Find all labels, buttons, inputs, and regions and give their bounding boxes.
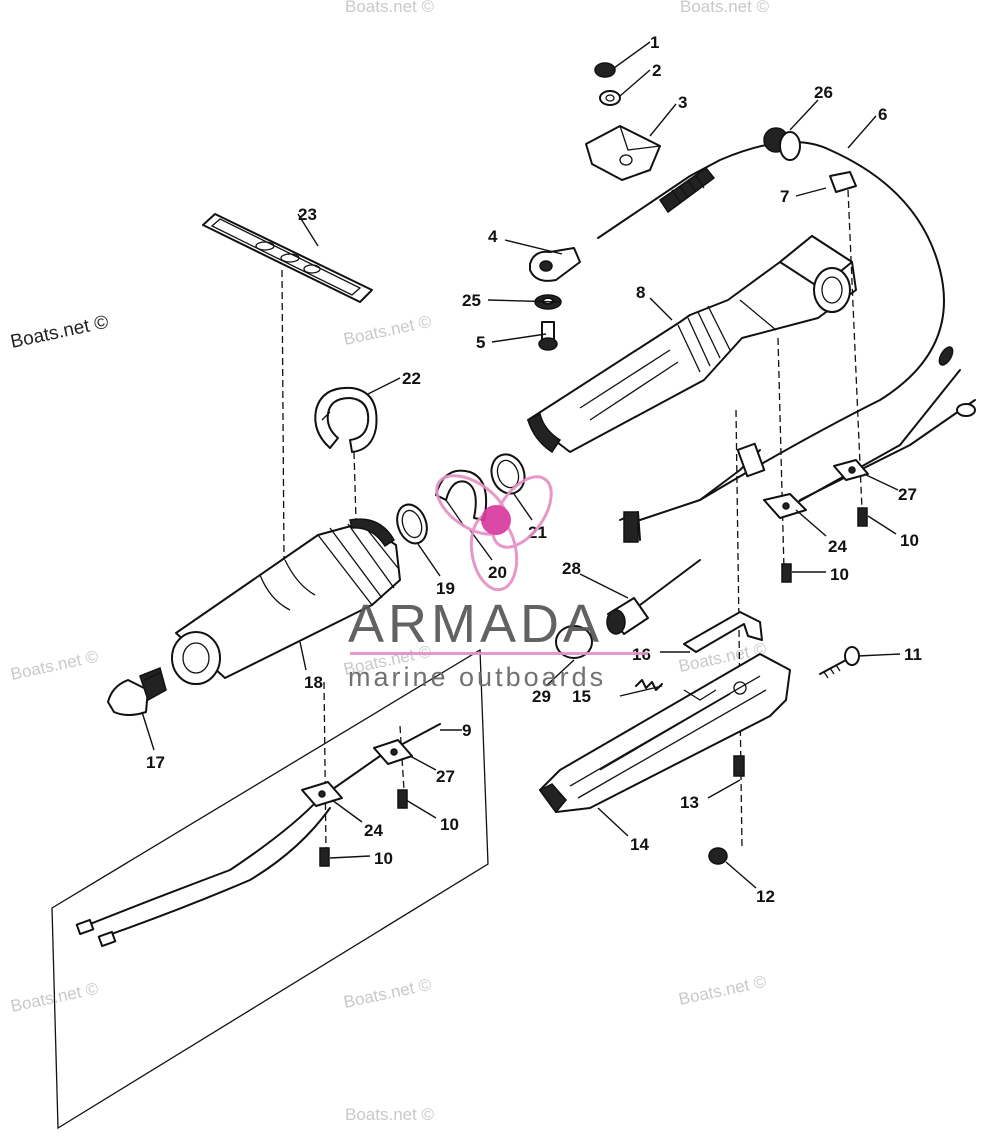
armada-logo: ARMADA marine outboards xyxy=(348,474,648,692)
callout-10: 10 xyxy=(374,849,393,868)
callout-5: 5 xyxy=(476,333,485,352)
callout-7: 7 xyxy=(780,187,789,206)
decal-part-23 xyxy=(202,213,373,303)
watermark: Boats.net © xyxy=(677,972,769,1009)
inset-bracket-part-27 xyxy=(373,739,413,765)
logo-tagline: marine outboards xyxy=(348,662,606,692)
screw-part-10-upper-right xyxy=(857,507,868,527)
inset-screw-part-10-a xyxy=(397,789,408,809)
callout-27: 27 xyxy=(898,485,917,504)
callout-13: 13 xyxy=(680,793,699,812)
watermark: Boats.net © xyxy=(342,312,434,349)
callout-24: 24 xyxy=(828,537,847,556)
callout-10: 10 xyxy=(830,565,849,584)
callout-3: 3 xyxy=(678,93,687,112)
callout-25: 25 xyxy=(462,291,481,310)
end-cap-part-17 xyxy=(107,666,167,716)
callout-17: 17 xyxy=(146,753,165,772)
leader-lines xyxy=(141,41,901,889)
callout-18: 18 xyxy=(304,673,323,692)
callout-1: 1 xyxy=(650,33,659,52)
inset-frame xyxy=(51,648,489,1130)
callout-4: 4 xyxy=(488,227,498,246)
callout-28: 28 xyxy=(562,559,581,578)
lever-part-16 xyxy=(683,611,763,653)
callout-labels: 1 2 3 4 5 6 7 8 9 10 10 10 10 11 12 13 1… xyxy=(146,33,922,906)
nut-part-1 xyxy=(594,62,616,78)
watermark: Boats.net © xyxy=(9,312,111,353)
propeller-icon xyxy=(435,474,553,592)
callout-23: 23 xyxy=(298,205,317,224)
watermark: Boats.net © xyxy=(345,0,435,16)
callout-15: 15 xyxy=(572,687,591,706)
callout-11: 11 xyxy=(904,645,922,664)
clamp-part-3 xyxy=(585,125,661,181)
screw-part-10-upper-mid xyxy=(781,563,792,583)
callout-27: 27 xyxy=(436,767,455,786)
bracket-part-27-upper xyxy=(833,459,869,481)
spring-part-15 xyxy=(635,679,663,691)
callout-8: 8 xyxy=(636,283,645,302)
watermark: Boats.net © xyxy=(342,975,434,1012)
callout-21: 21 xyxy=(528,523,547,542)
callout-10: 10 xyxy=(900,531,919,550)
screw-part-13 xyxy=(733,755,745,777)
cable-part-6 xyxy=(597,141,976,543)
bracket-part-24-upper xyxy=(763,493,807,519)
o-ring-part-21 xyxy=(490,453,526,495)
screw-part-11 xyxy=(819,646,860,679)
callout-19: 19 xyxy=(436,579,455,598)
screw-part-5 xyxy=(538,321,558,351)
clip-part-22 xyxy=(314,386,378,453)
o-ring-part-19 xyxy=(396,503,428,545)
housing-part-14 xyxy=(538,653,791,814)
link-part-4 xyxy=(529,247,581,282)
inset-harness-part-9 xyxy=(75,723,441,948)
callout-10: 10 xyxy=(440,815,459,834)
callout-24: 24 xyxy=(364,821,383,840)
retainer-part-7 xyxy=(829,171,857,193)
tiller-arm-part-8 xyxy=(527,235,857,454)
callout-9: 9 xyxy=(462,721,471,740)
washer-part-2 xyxy=(599,90,621,106)
cap-part-29 xyxy=(555,625,593,659)
callout-2: 2 xyxy=(652,61,661,80)
callout-14: 14 xyxy=(630,835,649,854)
switch-part-28 xyxy=(606,559,701,635)
callout-29: 29 xyxy=(532,687,551,706)
callout-12: 12 xyxy=(756,887,775,906)
nut-part-12 xyxy=(708,847,728,865)
callout-22: 22 xyxy=(402,369,421,388)
callout-20: 20 xyxy=(488,563,507,582)
bushing-part-20 xyxy=(435,469,488,527)
watermark: Boats.net © xyxy=(9,647,101,684)
grommet-part-26 xyxy=(763,127,801,161)
inset-screw-part-10-b xyxy=(319,847,330,867)
callout-26: 26 xyxy=(814,83,833,102)
callout-6: 6 xyxy=(878,105,887,124)
tiller-handle-part-18 xyxy=(171,518,401,685)
logo-name: ARMADA xyxy=(348,594,603,654)
watermark: Boats.net © xyxy=(345,1105,435,1124)
watermark: Boats.net © xyxy=(680,0,770,16)
